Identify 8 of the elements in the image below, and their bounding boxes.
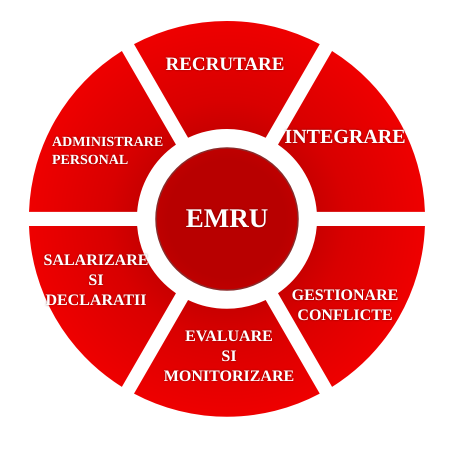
segment-label: RECRUTARE <box>164 53 286 77</box>
segment-label: SALARIZARE SI DECLARATII <box>42 251 150 311</box>
segment-label: ADMINISTRARE PERSONAL <box>52 134 164 170</box>
center-circle <box>155 147 299 291</box>
center-label: EMRU <box>184 202 270 235</box>
segment-label: GESTIONARE CONFLICTE <box>290 286 400 326</box>
segment-label: INTEGRARE <box>283 125 407 150</box>
segment-label: EVALUARE SI MONITORIZARE <box>162 326 296 387</box>
